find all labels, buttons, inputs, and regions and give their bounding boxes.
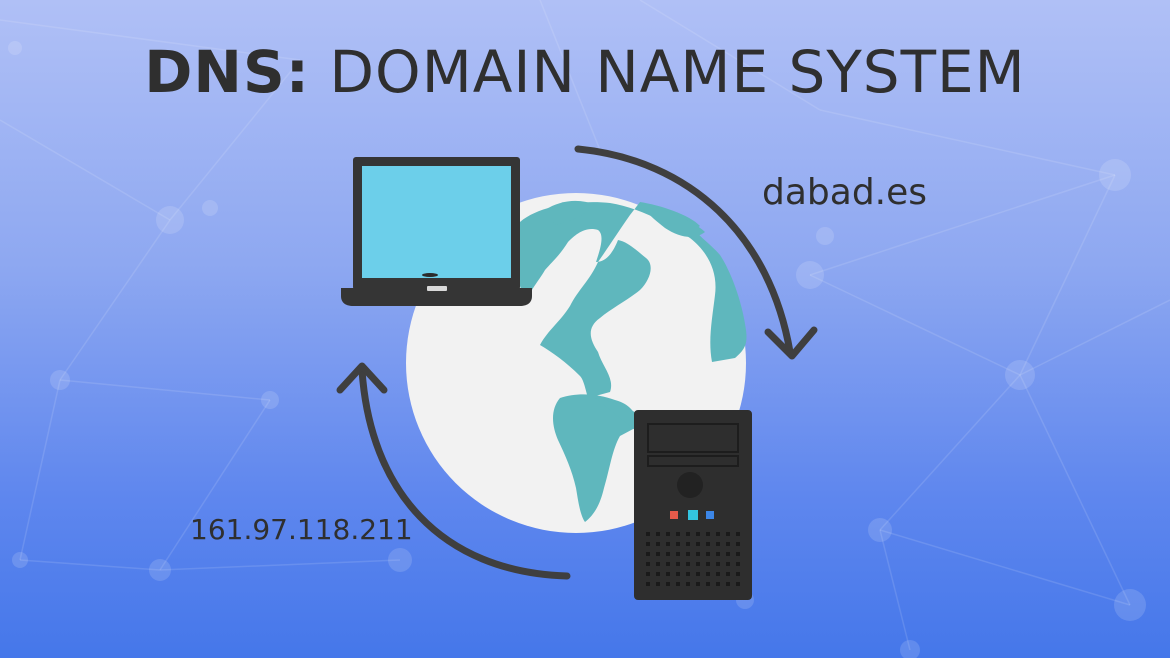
title-expansion: DOMAIN NAME SYSTEM xyxy=(309,38,1026,106)
laptop-icon xyxy=(341,157,532,306)
arrow-left-up-icon xyxy=(336,362,571,580)
server-icon xyxy=(634,410,752,600)
ip-address-label: 161.97.118.211 xyxy=(190,513,413,546)
title-acronym: DNS: xyxy=(144,38,310,106)
arrow-right-down-icon xyxy=(574,145,818,360)
page-title: DNS: DOMAIN NAME SYSTEM xyxy=(0,38,1170,106)
domain-name-label: dabad.es xyxy=(762,172,928,213)
